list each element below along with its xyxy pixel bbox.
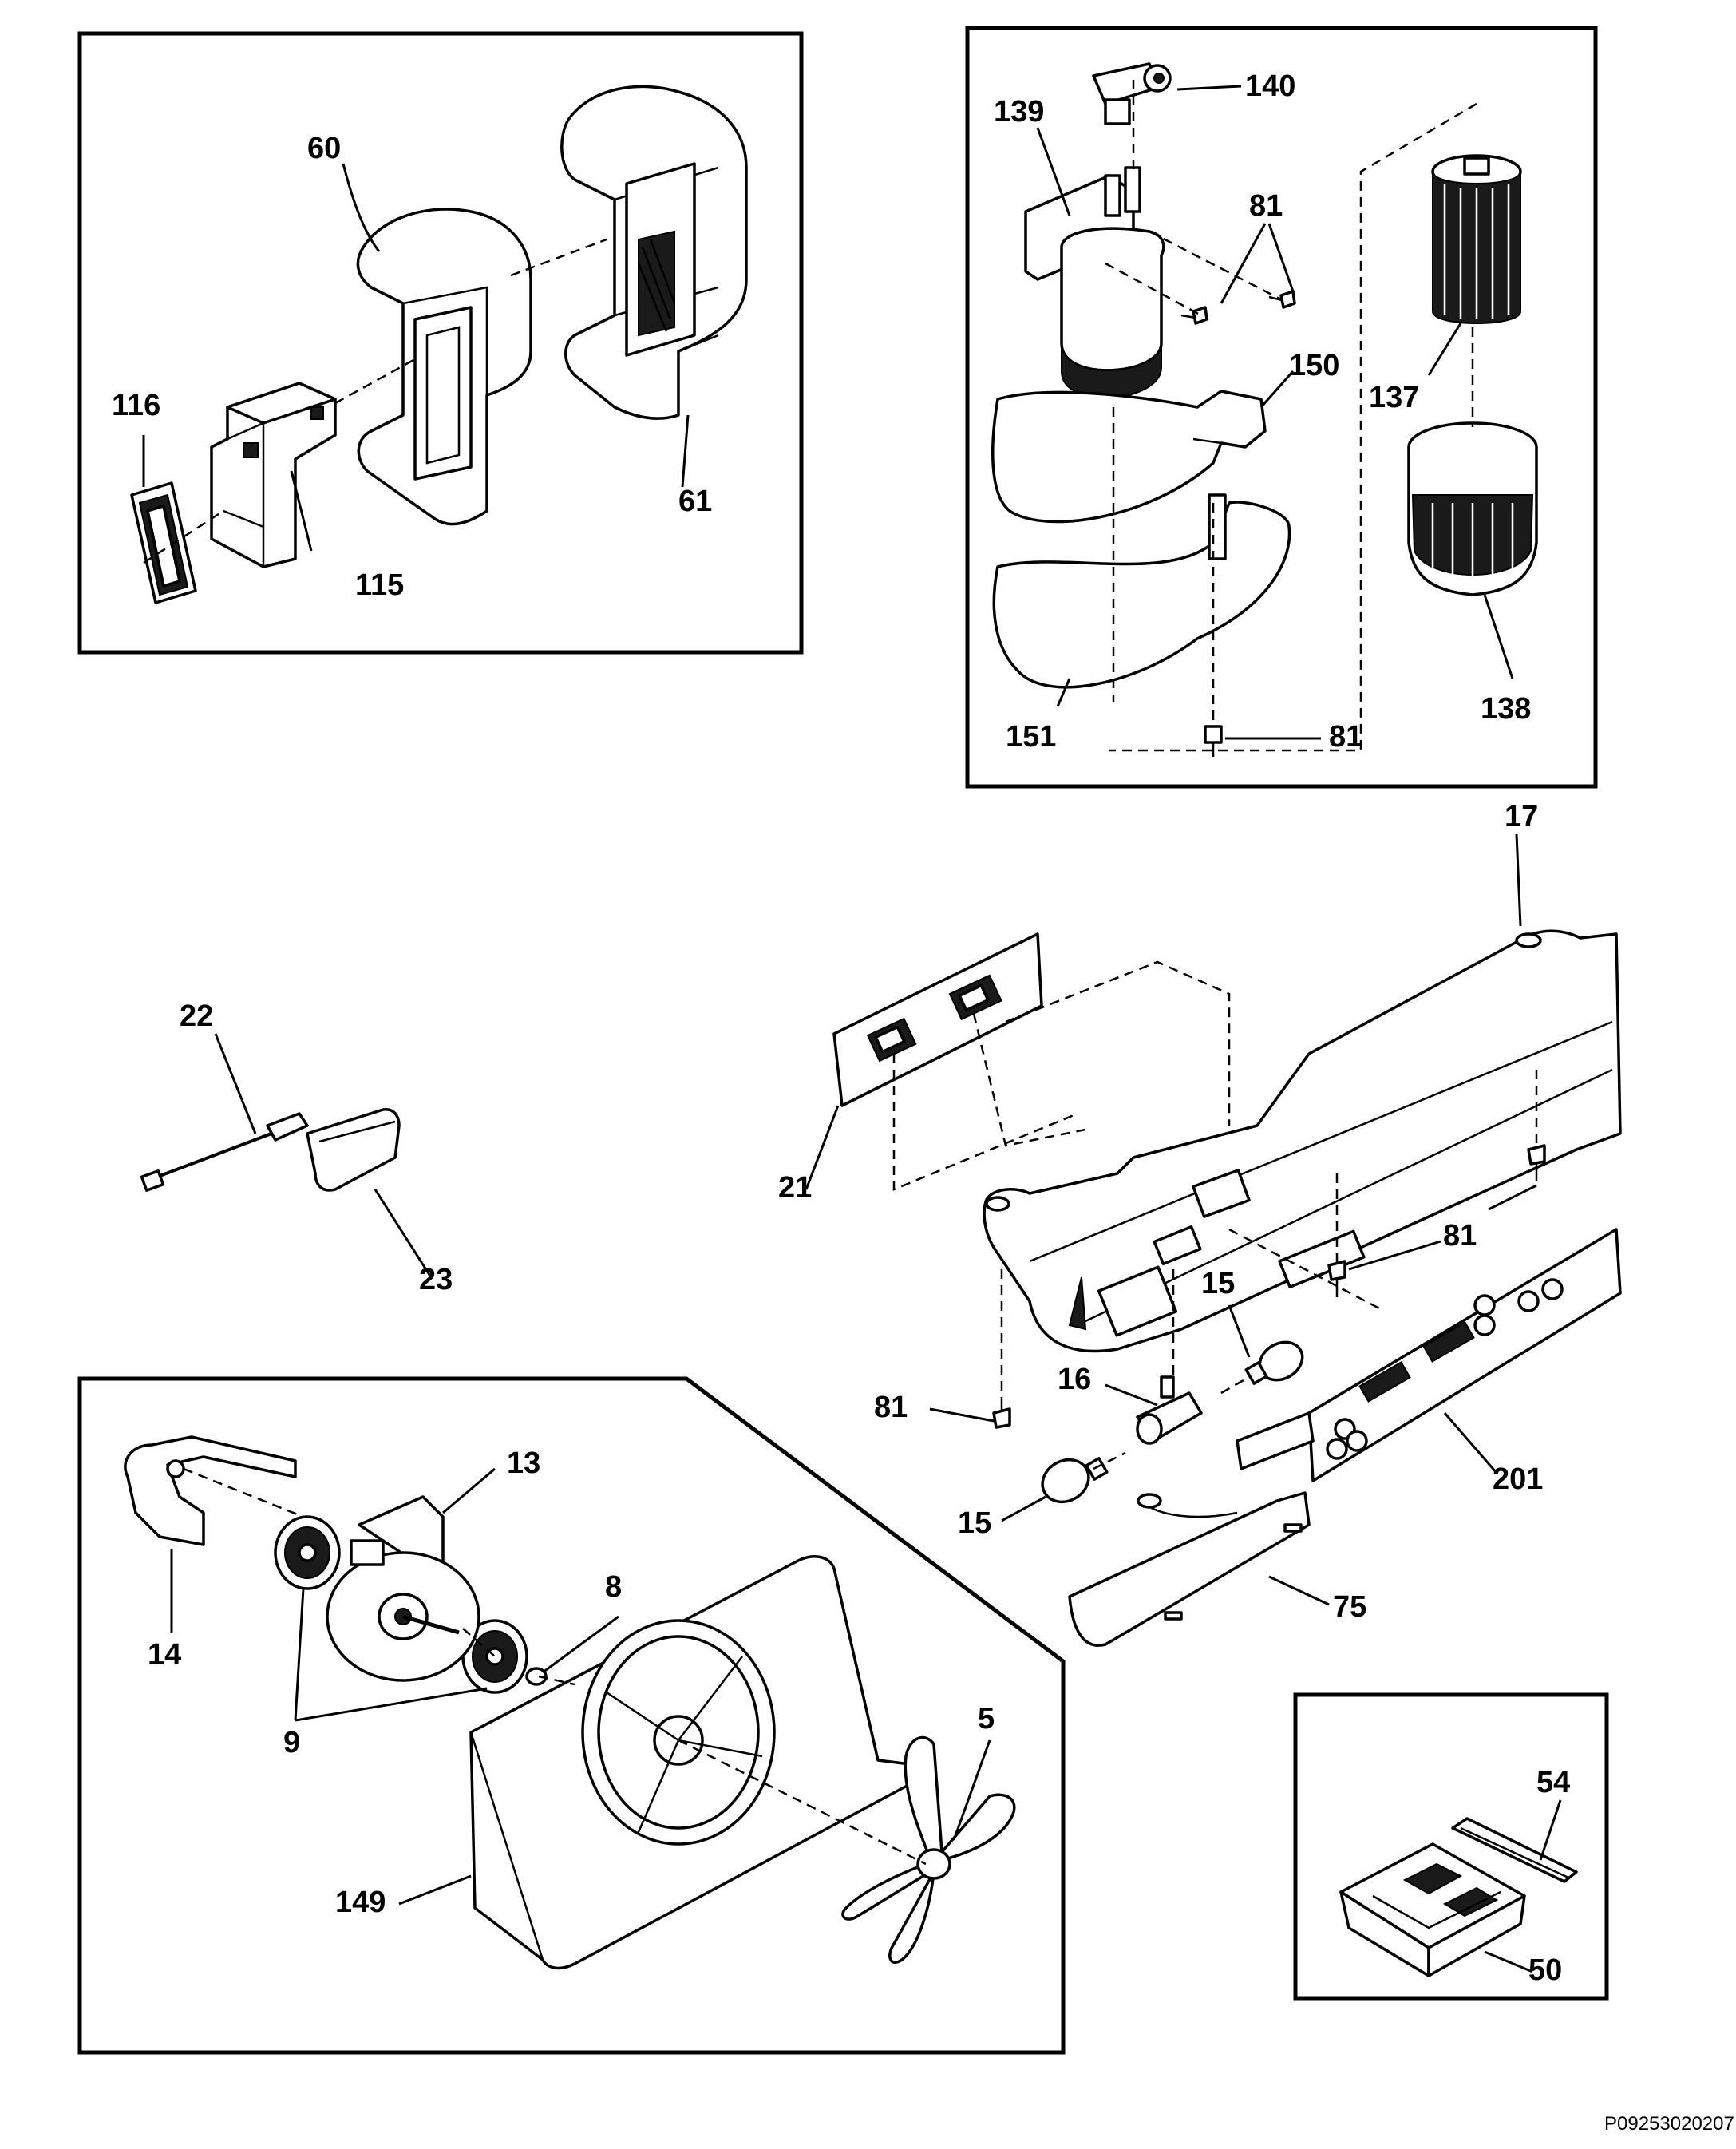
- label-15b: 15: [958, 1506, 991, 1540]
- part-137-cartridge: [1431, 154, 1522, 324]
- label-15a: 15: [1201, 1267, 1235, 1300]
- part-5-fan-blade: [841, 1735, 1016, 1964]
- part-151-cover: [992, 493, 1291, 689]
- label-61: 61: [678, 485, 712, 518]
- label-138: 138: [1481, 692, 1531, 726]
- part-13-motor: [326, 1495, 480, 1682]
- label-9: 9: [283, 1726, 300, 1759]
- label-54: 54: [1536, 1766, 1570, 1799]
- label-81d: 81: [874, 1391, 908, 1424]
- tray-box: [1293, 1692, 1609, 2001]
- group-frames: [77, 26, 1609, 2055]
- part-22-sensor: [140, 1112, 309, 1192]
- label-23: 23: [419, 1263, 453, 1296]
- label-22: 22: [180, 999, 213, 1033]
- part-115-housing: [210, 382, 337, 568]
- part-9-hubs: [274, 1515, 528, 1694]
- label-150: 150: [1289, 349, 1339, 382]
- label-81a: 81: [1249, 189, 1283, 223]
- label-75: 75: [1333, 1590, 1366, 1624]
- part-50-tray: [1339, 1842, 1526, 1977]
- part-15-bulbs: [1041, 1340, 1304, 1504]
- label-21: 21: [778, 1171, 812, 1205]
- part-23-cap: [306, 1108, 401, 1192]
- part-61-cover: [560, 85, 748, 420]
- label-137: 137: [1369, 381, 1419, 414]
- label-149: 149: [335, 1886, 386, 1919]
- dispenser-housing-group: [140, 833, 1622, 1647]
- label-81c: 81: [1443, 1219, 1477, 1253]
- part-139-filter-head: [1024, 166, 1165, 399]
- part-labels: 60 61 115 116 139 140 81 150 137 138 151…: [112, 69, 1734, 2135]
- part-201-control-panel: [1236, 1228, 1622, 1482]
- label-16: 16: [1058, 1363, 1091, 1396]
- label-81b: 81: [1329, 720, 1362, 754]
- label-201: 201: [1493, 1462, 1543, 1496]
- part-17-housing: [983, 929, 1622, 1353]
- part-140-fitting: [1092, 62, 1172, 125]
- part-16-socket: [1136, 1375, 1203, 1445]
- label-14: 14: [148, 1638, 181, 1672]
- water-filter-box: [965, 26, 1598, 789]
- part-60-cover: [356, 208, 532, 526]
- water-filter-group: [991, 62, 1538, 757]
- label-151: 151: [1006, 720, 1056, 754]
- part-138-bowl: [1407, 421, 1538, 596]
- label-116: 116: [112, 389, 160, 422]
- filter-cover-box: [77, 31, 804, 655]
- label-115: 115: [355, 568, 404, 602]
- part-8-washer: [525, 1667, 548, 1686]
- part-54-strip: [1451, 1817, 1578, 1883]
- drawing-code: P09253020207: [1604, 2113, 1734, 2135]
- part-116-gasket: [130, 481, 197, 604]
- part-81-screws-c: [992, 1144, 1546, 1429]
- filter-cover-group: [130, 85, 748, 604]
- fan-assembly-box: [77, 1376, 1066, 2055]
- label-60: 60: [307, 132, 341, 165]
- part-81-screws-a: [1180, 290, 1296, 325]
- label-8: 8: [605, 1570, 622, 1604]
- part-75-shield: [1068, 1491, 1311, 1647]
- label-139: 139: [994, 95, 1044, 129]
- label-140: 140: [1245, 69, 1295, 103]
- tray-group: [1339, 1799, 1578, 1977]
- part-150-cover: [991, 390, 1267, 524]
- label-17: 17: [1505, 800, 1538, 833]
- part-21-display-board: [832, 932, 1043, 1107]
- label-50: 50: [1528, 1953, 1562, 1987]
- part-14-bracket: [124, 1435, 297, 1546]
- fan-assembly-group: [124, 1435, 1016, 1970]
- part-81-screw-b: [1204, 725, 1223, 757]
- label-5: 5: [978, 1702, 995, 1735]
- label-13: 13: [507, 1447, 540, 1480]
- part-149-shroud: [469, 1555, 911, 1970]
